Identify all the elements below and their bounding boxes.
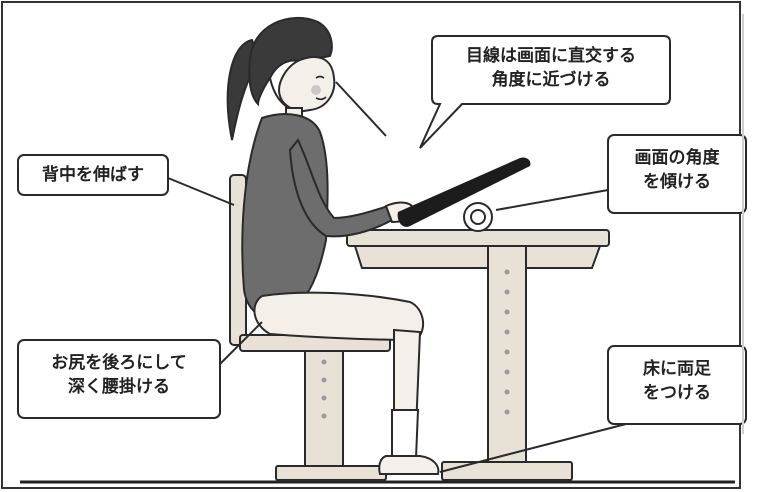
callout-screen-angle: 画面の角度 を傾ける: [608, 146, 746, 194]
scrollbar-rail: [742, 14, 744, 434]
callout-screen-angle-line2: を傾ける: [643, 172, 711, 192]
tablet: [397, 157, 531, 232]
chair: [229, 174, 391, 481]
callout-back: 背中を伸ばす: [18, 163, 168, 187]
callout-gaze: 目線は画面に直交する 角度に近づける: [432, 44, 670, 92]
person: [226, 17, 440, 475]
callout-feet-line1: 床に両足: [643, 359, 711, 379]
cheek: [311, 85, 321, 95]
callout-gaze-line2: 角度に近づける: [491, 70, 611, 90]
callout-hips-line2: 深く腰掛ける: [68, 377, 170, 397]
callout-back-line1: 背中を伸ばす: [42, 165, 144, 185]
desk-holes: [504, 269, 510, 415]
shoe: [378, 455, 440, 475]
callout-screen-angle-line1: 画面の角度: [634, 148, 720, 168]
callout-feet: 床に両足 をつける: [608, 357, 746, 405]
leader-lines: [167, 81, 627, 473]
callout-feet-line2: をつける: [643, 383, 711, 403]
chair-holes: [321, 359, 327, 419]
callout-gaze-line1: 目線は画面に直交する: [466, 46, 636, 66]
face: [278, 56, 336, 114]
callout-bubbles: [17, 35, 747, 425]
desk: [346, 229, 610, 481]
callout-hips: お尻を後ろにして 深く腰掛ける: [18, 351, 220, 399]
hair: [248, 17, 333, 107]
face-details: [315, 75, 327, 101]
sock: [391, 409, 420, 459]
callout-hips-line1: お尻を後ろにして: [51, 353, 187, 373]
